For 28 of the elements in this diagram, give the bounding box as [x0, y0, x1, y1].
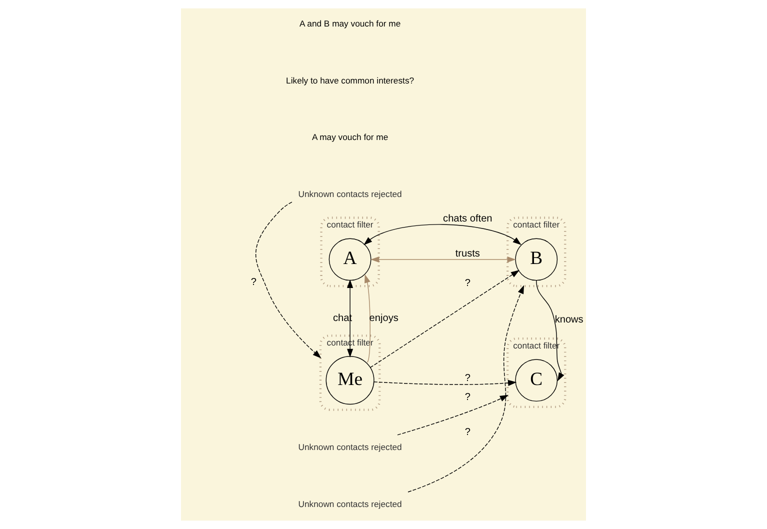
arrow — [347, 279, 354, 358]
label: A may vouch for me — [312, 132, 388, 142]
edge-label: ? — [464, 392, 470, 403]
edge-label: ? — [464, 373, 470, 384]
edge-label: trusts — [455, 248, 480, 260]
node-circle: Me — [326, 356, 374, 405]
node-circle: C — [515, 359, 558, 402]
node-circle: B — [515, 238, 558, 281]
label: A and B may vouch for me — [299, 18, 401, 28]
edge-label: ? — [250, 277, 256, 288]
edge-label: chats often — [443, 213, 492, 224]
node-text: Unknown contacts rejected — [298, 442, 402, 452]
arrow — [374, 380, 517, 386]
arrow — [397, 394, 509, 436]
label: Likely to have common interests? — [286, 75, 414, 86]
edge-label: enjoys — [369, 313, 398, 324]
arrow — [255, 202, 322, 358]
arrow — [364, 274, 370, 363]
node-text: Unknown contacts rejected — [298, 498, 402, 509]
edge-label: ? — [464, 427, 470, 438]
node-text: Unknown contacts rejected — [298, 188, 402, 199]
edge-label: knows — [554, 314, 584, 326]
arrow — [536, 280, 564, 382]
arrow — [364, 224, 522, 246]
arrow — [370, 270, 520, 368]
edge-label: ? — [464, 278, 470, 290]
arrow — [408, 285, 524, 492]
arrow — [370, 256, 516, 262]
